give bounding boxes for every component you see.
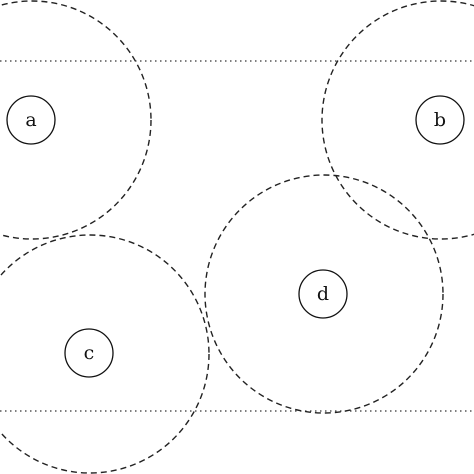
node-c-label: c (84, 342, 95, 364)
node-a-label: a (25, 109, 36, 131)
node-d-circle (298, 269, 348, 319)
node-a: a (6, 95, 56, 145)
node-c-circle (64, 328, 114, 378)
node-c: c (64, 328, 114, 378)
range-circle-b (321, 0, 474, 240)
node-d-label: d (317, 283, 329, 305)
node-d: d (298, 269, 348, 319)
range-circle-d (204, 174, 444, 414)
node-b-label: b (434, 109, 446, 131)
node-b: b (415, 95, 465, 145)
range-circle-a (0, 0, 152, 240)
node-b-circle (415, 95, 465, 145)
range-circle-c (0, 234, 210, 474)
node-a-circle (6, 95, 56, 145)
